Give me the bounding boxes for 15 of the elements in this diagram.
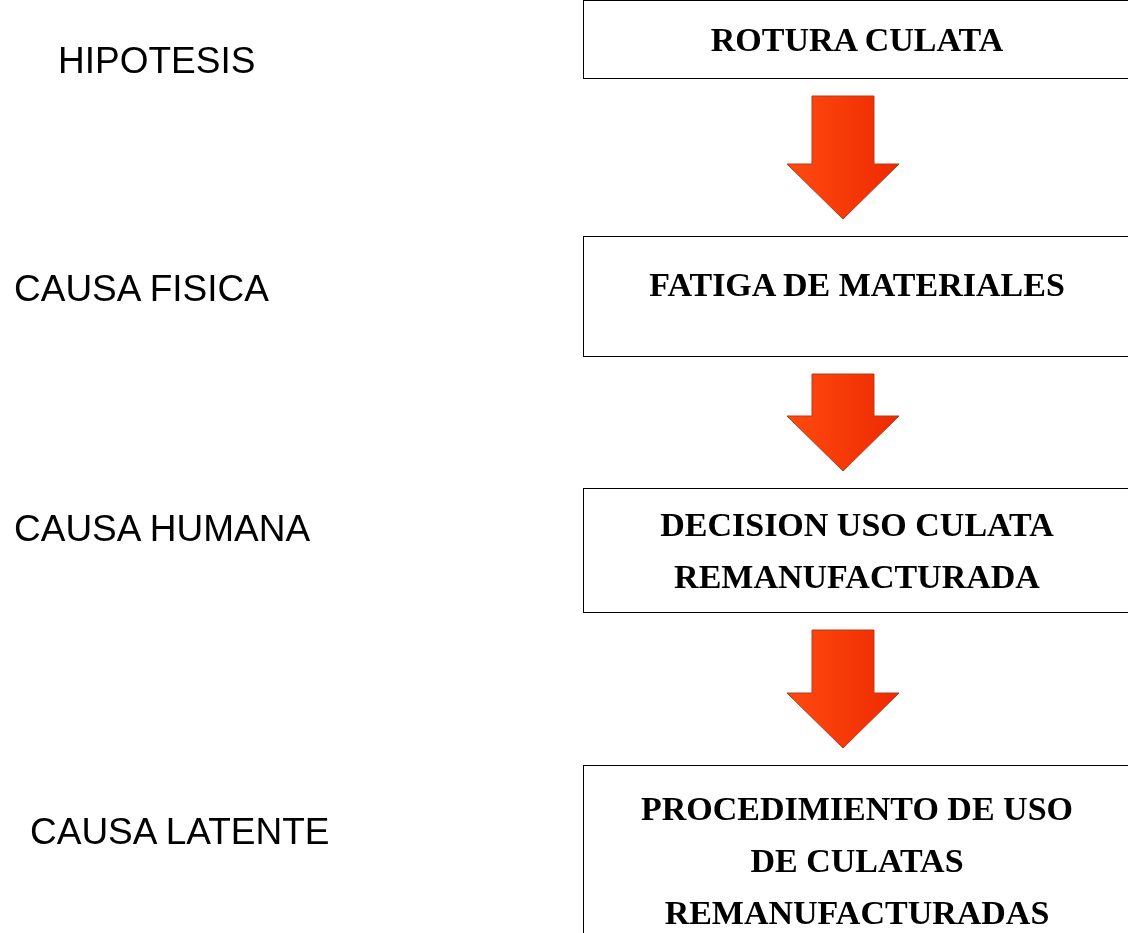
process-box <box>583 765 1128 933</box>
box-text: DECISION USO CULATA REMANUFACTURADA <box>659 504 1055 597</box>
process-box <box>583 488 1128 613</box>
block-arrow <box>786 629 900 749</box>
process-box <box>583 236 1128 357</box>
level-label: CAUSA LATENTE <box>30 811 330 853</box>
box-text: PROCEDIMIENTO DE USO DE CULATAS REMANUFACTURADAS <box>640 789 1074 933</box>
level-label: CAUSA HUMANA <box>14 508 311 550</box>
block-arrow <box>786 373 900 472</box>
level-label: CAUSA FISICA <box>14 268 269 310</box>
level-label: HIPOTESIS <box>58 40 256 82</box>
box-text: ROTURA CULATA <box>709 19 1005 60</box>
process-box <box>583 0 1128 79</box>
box-text: FATIGA DE MATERIALES <box>648 265 1066 305</box>
block-arrow <box>786 95 900 220</box>
